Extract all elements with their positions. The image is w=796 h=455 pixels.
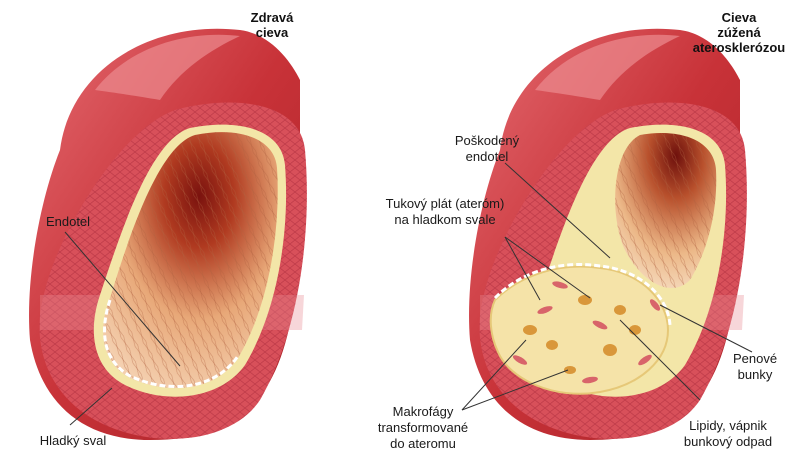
label-lipids-line-2: bunkový odpad	[668, 434, 788, 450]
label-macrophages-line-3: do ateromu	[368, 436, 478, 452]
label-fatty-plaque-line-2: na hladkom svale	[370, 212, 520, 228]
label-foam-cells-line-1: Penové	[722, 351, 788, 367]
healthy-vessel	[29, 29, 307, 440]
label-fatty-plaque: Tukový plát (ateróm) na hladkom svale	[370, 196, 520, 228]
label-endothelium-text: Endotel	[33, 214, 103, 230]
title-healthy-line-1: Zdravá	[232, 10, 312, 25]
title-narrowed-line-3: aterosklerózou	[684, 40, 794, 55]
label-macrophages: Makrofágy transformované do ateromu	[368, 404, 478, 452]
label-lipids: Lipidy, vápnik bunkový odpad	[668, 418, 788, 450]
narrowed-vessel	[469, 29, 747, 440]
title-narrowed-line-1: Cieva	[684, 10, 794, 25]
label-foam-cells: Penové bunky	[722, 351, 788, 383]
label-foam-cells-line-2: bunky	[722, 367, 788, 383]
label-macrophages-line-2: transformované	[368, 420, 478, 436]
label-damaged-endothelium-line-2: endotel	[432, 149, 542, 165]
label-lipids-line-1: Lipidy, vápnik	[668, 418, 788, 434]
atheroma-plaque	[491, 267, 668, 394]
label-damaged-endothelium-line-1: Poškodený	[432, 133, 542, 149]
title-healthy-vessel: Zdravá cieva	[232, 10, 312, 40]
label-endothelium: Endotel	[33, 214, 103, 230]
label-smooth-muscle-text: Hladký sval	[28, 433, 118, 449]
label-macrophages-line-1: Makrofágy	[368, 404, 478, 420]
title-narrowed-vessel: Cieva zúžená aterosklerózou	[684, 10, 794, 55]
title-narrowed-line-2: zúžená	[684, 25, 794, 40]
title-healthy-line-2: cieva	[232, 25, 312, 40]
label-fatty-plaque-line-1: Tukový plát (ateróm)	[370, 196, 520, 212]
label-damaged-endothelium: Poškodený endotel	[432, 133, 542, 165]
label-smooth-muscle: Hladký sval	[28, 433, 118, 449]
